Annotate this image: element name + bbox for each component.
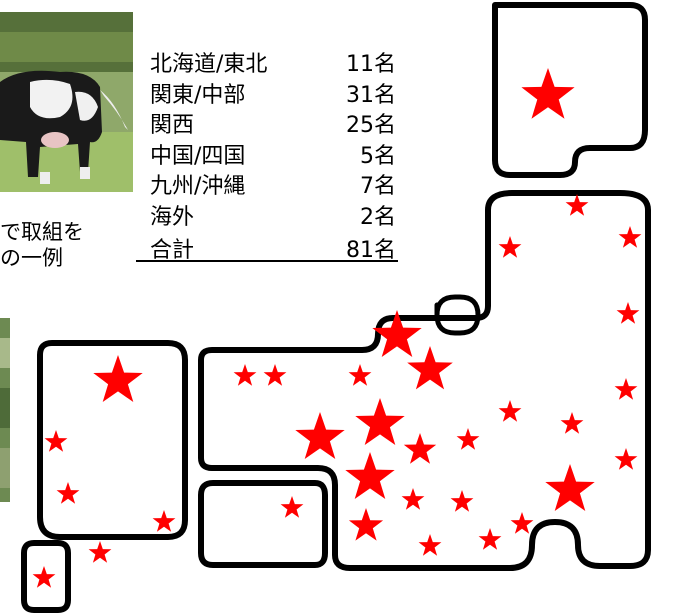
star-marker (560, 412, 584, 434)
region-label: 北海道/東北 (150, 52, 268, 77)
caption-line-2: の一例 (0, 246, 63, 270)
table-row: 関西 25名 (150, 111, 400, 142)
star-marker (56, 482, 80, 504)
table-row: 中国/四国 5名 (150, 142, 400, 173)
star-marker (407, 346, 453, 390)
star-marker (403, 433, 437, 464)
total-label: 合計 (150, 238, 195, 263)
region-count: 2名 (360, 204, 396, 230)
star-marker (280, 496, 304, 518)
star-marker (295, 412, 345, 459)
star-marker (32, 566, 56, 588)
okinawa-outline (21, 540, 71, 613)
region-label: 関東/中部 (150, 82, 246, 108)
table-row: 九州/沖縄 7名 (150, 172, 400, 203)
star-marker (88, 541, 112, 563)
field-photo (0, 318, 10, 502)
star-marker (450, 490, 474, 512)
star-marker (498, 236, 522, 258)
region-count-table: 北海道/東北 11名 関東/中部 31名 関西 25名 中国/四国 5名 九州/… (150, 50, 400, 267)
star-marker (565, 194, 589, 216)
kyushu-outline (37, 340, 188, 540)
star-marker (616, 302, 640, 324)
region-count: 31名 (346, 82, 396, 108)
star-marker (348, 508, 384, 541)
star-marker (614, 448, 638, 470)
star-marker (456, 428, 480, 450)
star-marker (401, 488, 425, 510)
total-count: 81名 (346, 238, 396, 263)
star-marker (44, 430, 68, 452)
table-row: 関東/中部 31名 (150, 81, 400, 112)
star-marker (233, 364, 257, 386)
star-marker (418, 534, 442, 556)
star-marker (478, 528, 502, 550)
region-label: 海外 (150, 204, 195, 230)
star-marker (618, 226, 642, 248)
region-count: 7名 (360, 174, 396, 199)
star-marker (345, 452, 395, 499)
star-marker (498, 400, 522, 422)
star-marker (348, 364, 372, 386)
shikoku-outline (198, 480, 328, 568)
table-row: 北海道/東北 11名 (150, 50, 400, 81)
sado-outline (434, 294, 481, 336)
honshu-outline (198, 190, 651, 571)
star-marker (545, 464, 595, 511)
region-count: 25名 (346, 113, 396, 138)
star-marker (263, 364, 287, 386)
star-marker (614, 378, 638, 400)
caption-line-1: で取組を (0, 220, 84, 244)
star-marker (93, 355, 143, 402)
star-marker (510, 512, 534, 534)
region-label: 関西 (150, 113, 195, 138)
star-marker (372, 310, 422, 357)
region-count: 5名 (360, 143, 396, 169)
star-marker (152, 510, 176, 532)
star-marker (355, 398, 405, 445)
table-divider (136, 260, 398, 262)
total-row: 合計 81名 (150, 236, 400, 267)
region-label: 中国/四国 (150, 143, 246, 169)
star-marker (521, 68, 575, 119)
cow-photo (0, 12, 133, 192)
table-row: 海外 2名 (150, 203, 400, 234)
hokkaido-outline (492, 2, 648, 178)
region-count: 11名 (346, 52, 396, 77)
region-label: 九州/沖縄 (150, 174, 246, 199)
